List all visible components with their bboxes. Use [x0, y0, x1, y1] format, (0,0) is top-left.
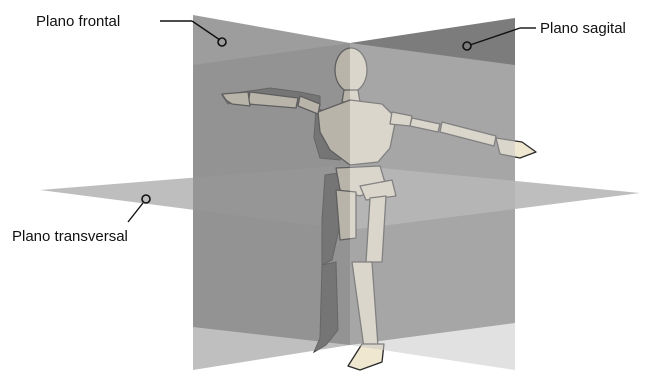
callout-leader-line — [128, 203, 143, 222]
sagittal-plane-front — [193, 43, 350, 370]
label-plano-sagital: Plano sagital — [540, 20, 626, 37]
callout-transverse: Plano transversal — [12, 195, 150, 245]
frontal-plane-right — [350, 43, 515, 370]
label-plano-transversal: Plano transversal — [12, 228, 128, 245]
label-plano-frontal: Plano frontal — [36, 13, 120, 30]
